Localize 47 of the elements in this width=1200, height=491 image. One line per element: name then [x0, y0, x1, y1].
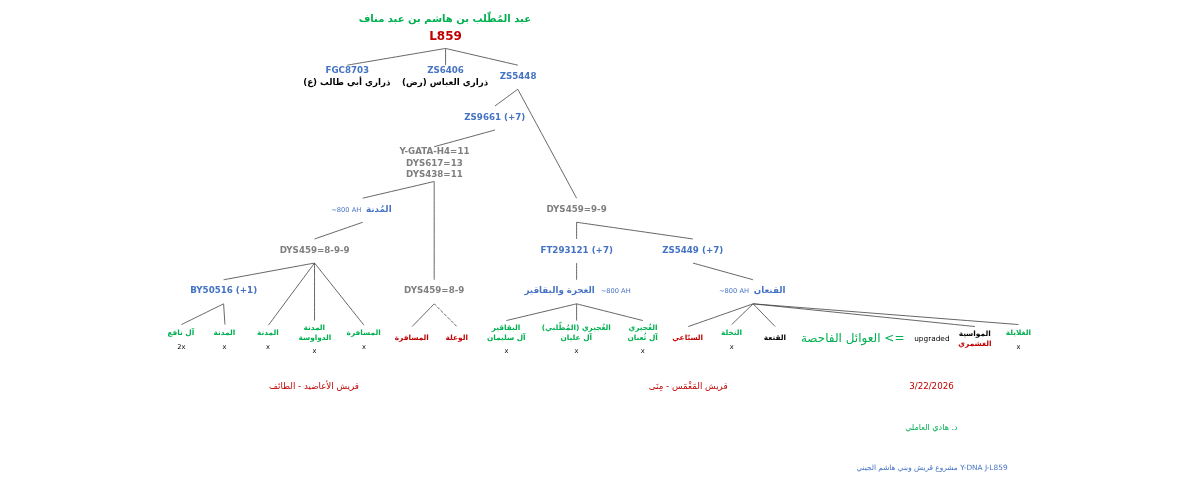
- connector: [731, 302, 754, 325]
- node-text: ZS9661 (+7): [464, 111, 526, 122]
- node-text: DYS459=9-9: [546, 203, 607, 214]
- node-text: DYS459=8-9: [404, 284, 465, 295]
- node-text: DYS459=8-9-9: [279, 244, 350, 255]
- node-text: L859: [429, 28, 462, 43]
- connector: [576, 221, 577, 239]
- connector: [433, 302, 458, 327]
- connector: [223, 262, 315, 280]
- node-text: FT293121 (+7): [540, 244, 613, 255]
- node-text: BY50516 (+1): [190, 284, 258, 295]
- node-text: المُدنة: [366, 203, 392, 214]
- connector: [223, 302, 226, 325]
- label: قريش الأعاضيد - الطائف: [269, 380, 359, 391]
- connector: [346, 47, 446, 66]
- connector: [445, 47, 519, 66]
- label: 3/22/2026: [909, 380, 954, 391]
- node-text: ZS5448: [499, 70, 537, 81]
- connector: [692, 262, 754, 280]
- label: العوائل الفاحصة <=: [800, 330, 905, 345]
- connector: [268, 262, 315, 326]
- connector: [517, 88, 577, 199]
- connector: [314, 262, 315, 321]
- connector: [576, 221, 694, 239]
- connector: [687, 302, 754, 327]
- connector: [576, 262, 577, 280]
- connector: [314, 221, 364, 239]
- node-text: الغجرة والبقاقير: [524, 284, 595, 295]
- node-text: ZS5449 (+7): [662, 244, 724, 255]
- connector: [411, 302, 435, 327]
- node-label: عبد المُطّلب بن هاشم بن عبد مناف: [358, 12, 532, 24]
- connector: [506, 302, 577, 321]
- connector: [752, 302, 976, 327]
- node-text: Y-GATA-H4=11 DYS617=13 DYS438=11: [399, 145, 470, 179]
- connector: [576, 302, 644, 321]
- connector: [752, 302, 776, 327]
- node-text: القنعان: [753, 284, 786, 295]
- connector: [445, 47, 446, 66]
- connector: [576, 302, 577, 321]
- connector: [181, 302, 224, 325]
- connector: [314, 262, 365, 326]
- connector: [752, 302, 1019, 325]
- connector: [494, 88, 519, 106]
- connector: [362, 180, 435, 199]
- connector: [433, 180, 435, 280]
- connector: [433, 129, 496, 147]
- label: قريش المَغْمَس - مِنَى: [648, 380, 728, 391]
